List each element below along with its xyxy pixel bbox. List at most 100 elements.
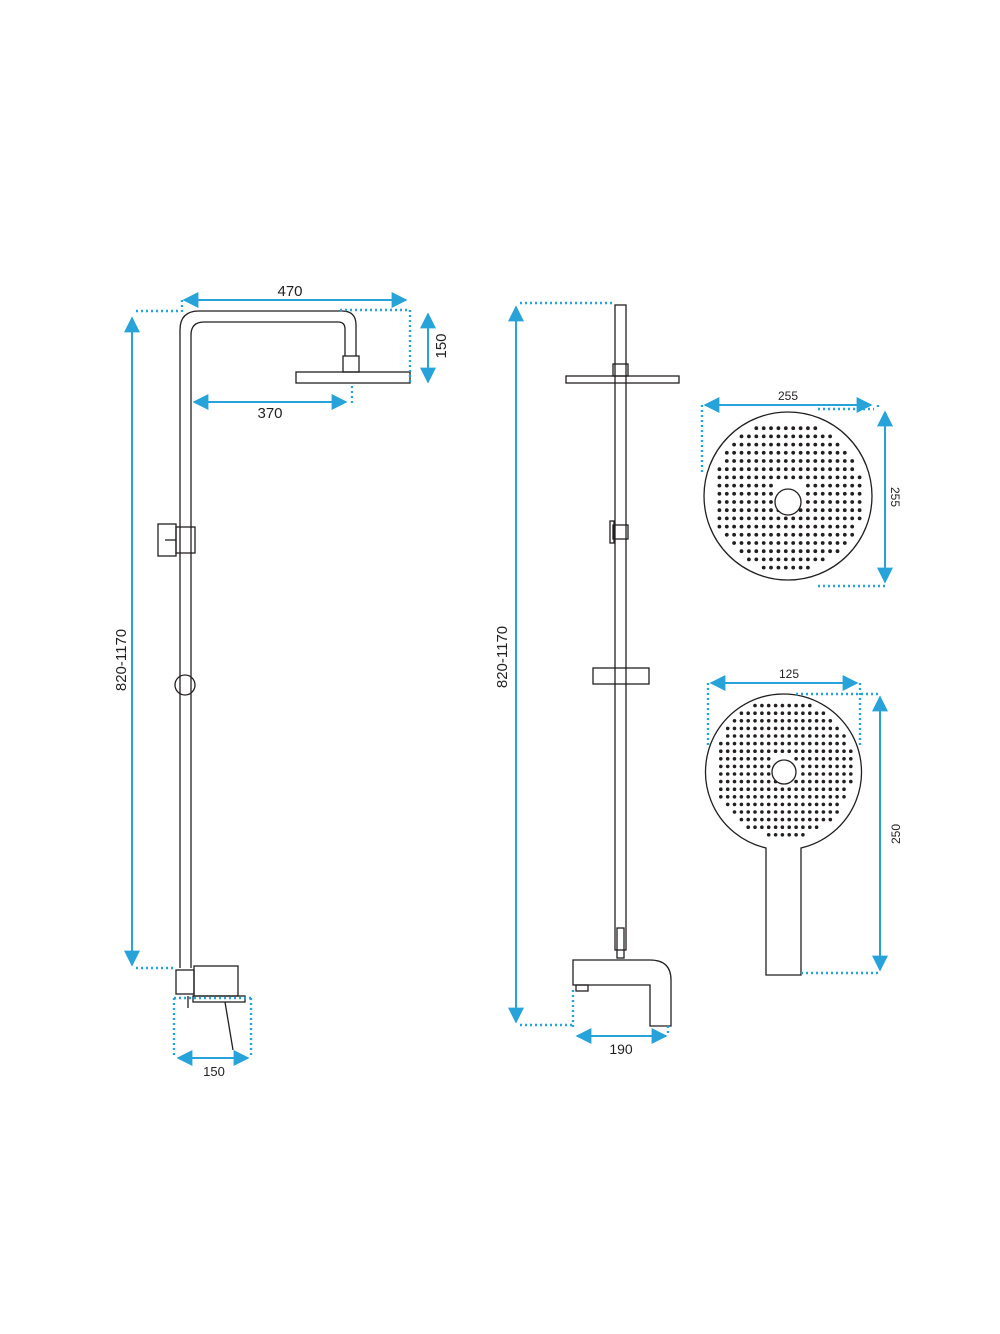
nozzle-dot xyxy=(821,726,826,731)
nozzle-dot xyxy=(806,434,810,439)
nozzle-dot xyxy=(780,787,785,791)
nozzle-dot xyxy=(783,434,788,439)
nozzle-dot xyxy=(821,810,826,814)
nozzle-dot xyxy=(754,524,759,529)
nozzle-dot xyxy=(857,508,862,513)
nozzle-dot xyxy=(813,450,818,455)
nozzle-dot xyxy=(760,802,764,807)
nozzle-dot xyxy=(780,810,785,814)
nozzle-dot xyxy=(732,741,737,746)
front-base-label: 150 xyxy=(203,1064,225,1079)
nozzle-dot xyxy=(820,508,825,513)
nozzle-dot xyxy=(806,532,810,537)
nozzle-dot xyxy=(766,795,771,799)
nozzle-dot xyxy=(739,549,744,554)
nozzle-dot xyxy=(794,757,798,761)
nozzle-dot xyxy=(813,549,818,554)
nozzle-dot xyxy=(801,779,805,784)
nozzle-dot xyxy=(760,787,764,791)
nozzle-dot xyxy=(821,802,826,807)
nozzle-dot xyxy=(754,491,759,496)
nozzle-dot xyxy=(794,719,798,723)
nozzle-dot xyxy=(820,483,825,488)
nozzle-dot xyxy=(808,734,812,738)
nozzle-dot xyxy=(747,549,751,554)
side-height-label: 820-1170 xyxy=(494,626,511,688)
nozzle-dot xyxy=(801,749,805,753)
nozzle-dot xyxy=(820,491,825,496)
nozzle-dot xyxy=(835,764,839,769)
nozzle-dot xyxy=(801,810,805,814)
nozzle-dot xyxy=(820,434,825,439)
nozzle-dot xyxy=(798,508,803,513)
nozzle-dot xyxy=(783,516,788,521)
nozzle-dot xyxy=(739,459,744,463)
nozzle-dot xyxy=(754,557,759,562)
nozzle-dot xyxy=(835,810,839,814)
nozzle-dot xyxy=(828,434,832,439)
nozzle-dot xyxy=(766,711,771,715)
nozzle-dot xyxy=(808,802,812,807)
nozzle-dot xyxy=(776,467,781,472)
nozzle-dot xyxy=(813,475,818,480)
nozzle-dot xyxy=(842,741,846,746)
nozzle-dot xyxy=(746,787,750,791)
nozzle-dot xyxy=(828,491,832,496)
nozzle-dot xyxy=(783,532,788,537)
nozzle-dot xyxy=(835,442,840,447)
nozzle-dot xyxy=(766,764,771,769)
nozzle-dot xyxy=(850,508,855,513)
nozzle-dot xyxy=(780,817,785,822)
nozzle-dot xyxy=(739,508,744,513)
nozzle-dot xyxy=(725,795,730,799)
nozzle-dot xyxy=(753,825,757,829)
nozzle-dot xyxy=(776,557,781,562)
front-arm-width-label: 470 xyxy=(277,283,302,300)
nozzle-dot xyxy=(813,467,818,472)
nozzle-dot xyxy=(835,475,840,480)
nozzle-dot xyxy=(753,749,757,753)
nozzle-dot xyxy=(732,467,736,472)
nozzle-dot xyxy=(773,719,778,723)
nozzle-dot xyxy=(787,726,791,731)
nozzle-dot xyxy=(761,549,766,554)
nozzle-dot xyxy=(814,757,819,761)
nozzle-dot xyxy=(801,703,805,708)
nozzle-dot xyxy=(828,802,833,807)
nozzle-dot xyxy=(814,817,819,822)
nozzle-dot xyxy=(732,532,736,537)
nozzle-dot xyxy=(842,475,847,480)
hand-shower-center xyxy=(771,759,797,785)
nozzle-dot xyxy=(842,787,846,791)
nozzle-dot xyxy=(783,426,788,431)
nozzle-dot xyxy=(725,726,730,731)
nozzle-dot xyxy=(806,524,810,529)
nozzle-dot xyxy=(806,557,810,562)
nozzle-dot xyxy=(806,475,810,480)
nozzle-dot xyxy=(801,757,805,761)
nozzle-dot xyxy=(814,810,819,814)
nozzle-dot xyxy=(732,719,737,723)
nozzle-dot xyxy=(791,516,796,521)
nozzle-dot xyxy=(739,734,744,738)
rain-head-height-label: 255 xyxy=(888,487,902,507)
nozzle-dot xyxy=(769,549,773,554)
side-mixer-body xyxy=(572,959,672,1027)
nozzle-dot xyxy=(739,442,744,447)
nozzle-dot xyxy=(769,541,773,545)
nozzle-dot xyxy=(747,557,751,562)
nozzle-dot xyxy=(850,516,855,521)
nozzle-dot xyxy=(780,802,785,807)
nozzle-dot xyxy=(813,434,818,439)
nozzle-dot xyxy=(724,524,729,529)
nozzle-dot xyxy=(754,508,759,513)
front-offset-label: 370 xyxy=(257,405,282,422)
nozzle-dot xyxy=(732,802,737,807)
nozzle-dot xyxy=(808,757,812,761)
nozzle-dot xyxy=(747,541,751,545)
nozzle-dot xyxy=(739,749,744,753)
nozzle-dot xyxy=(850,524,855,529)
nozzle-dot xyxy=(746,779,750,784)
nozzle-dot xyxy=(835,450,840,455)
nozzle-dot xyxy=(787,802,791,807)
